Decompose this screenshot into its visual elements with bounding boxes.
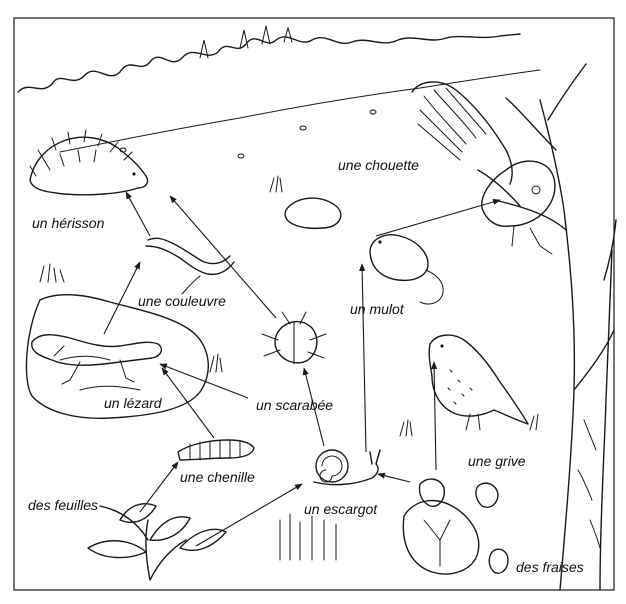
arrow-lezard-to-couleuvre [104, 262, 140, 334]
owl-icon [412, 82, 555, 254]
beetle-icon [262, 312, 326, 364]
food-web-arrows [104, 192, 500, 546]
arrow-mulot-to-chouette [376, 200, 500, 236]
grass-tufts [40, 176, 538, 560]
label-escargot: un escargot [304, 501, 378, 517]
tree [478, 64, 616, 590]
label-couleuvre: une couleuvre [138, 293, 226, 309]
arrow-feuilles-to-escargot [196, 484, 302, 546]
meadow-line [60, 70, 540, 152]
thrush-icon [429, 335, 528, 430]
label-fraises: des fraises [516, 559, 584, 575]
treeline-background [18, 26, 520, 92]
arrow-fraises-to-grive [434, 362, 436, 470]
label-chouette: une chouette [338, 157, 419, 173]
arrow-escargot-to-mulot [362, 264, 366, 452]
snake-icon [146, 238, 234, 294]
arrow-fraises-to-escargot [378, 474, 410, 482]
path-dots [120, 110, 376, 158]
label-herisson: un hérisson [32, 215, 105, 231]
lizard-icon [32, 335, 162, 384]
arrow-scarabee-hint [160, 364, 248, 398]
label-mulot: un mulot [350, 301, 405, 317]
label-feuilles: des feuilles [28, 497, 98, 513]
mouse-icon [370, 235, 443, 304]
snail-icon [314, 450, 380, 485]
label-grive: une grive [468, 453, 526, 469]
arrow-couleuvre-to-herisson [126, 192, 150, 236]
label-lezard: un lézard [104, 395, 163, 411]
caterpillar-icon [178, 440, 254, 460]
hedgehog-icon [30, 130, 148, 195]
label-scarabee: un scarabée [256, 397, 333, 413]
strawberry-icon [403, 479, 508, 574]
arrow-feuilles-to-chenille [140, 462, 178, 512]
leaf-plant-icon [88, 504, 226, 580]
label-chenille: une chenille [180, 469, 255, 485]
